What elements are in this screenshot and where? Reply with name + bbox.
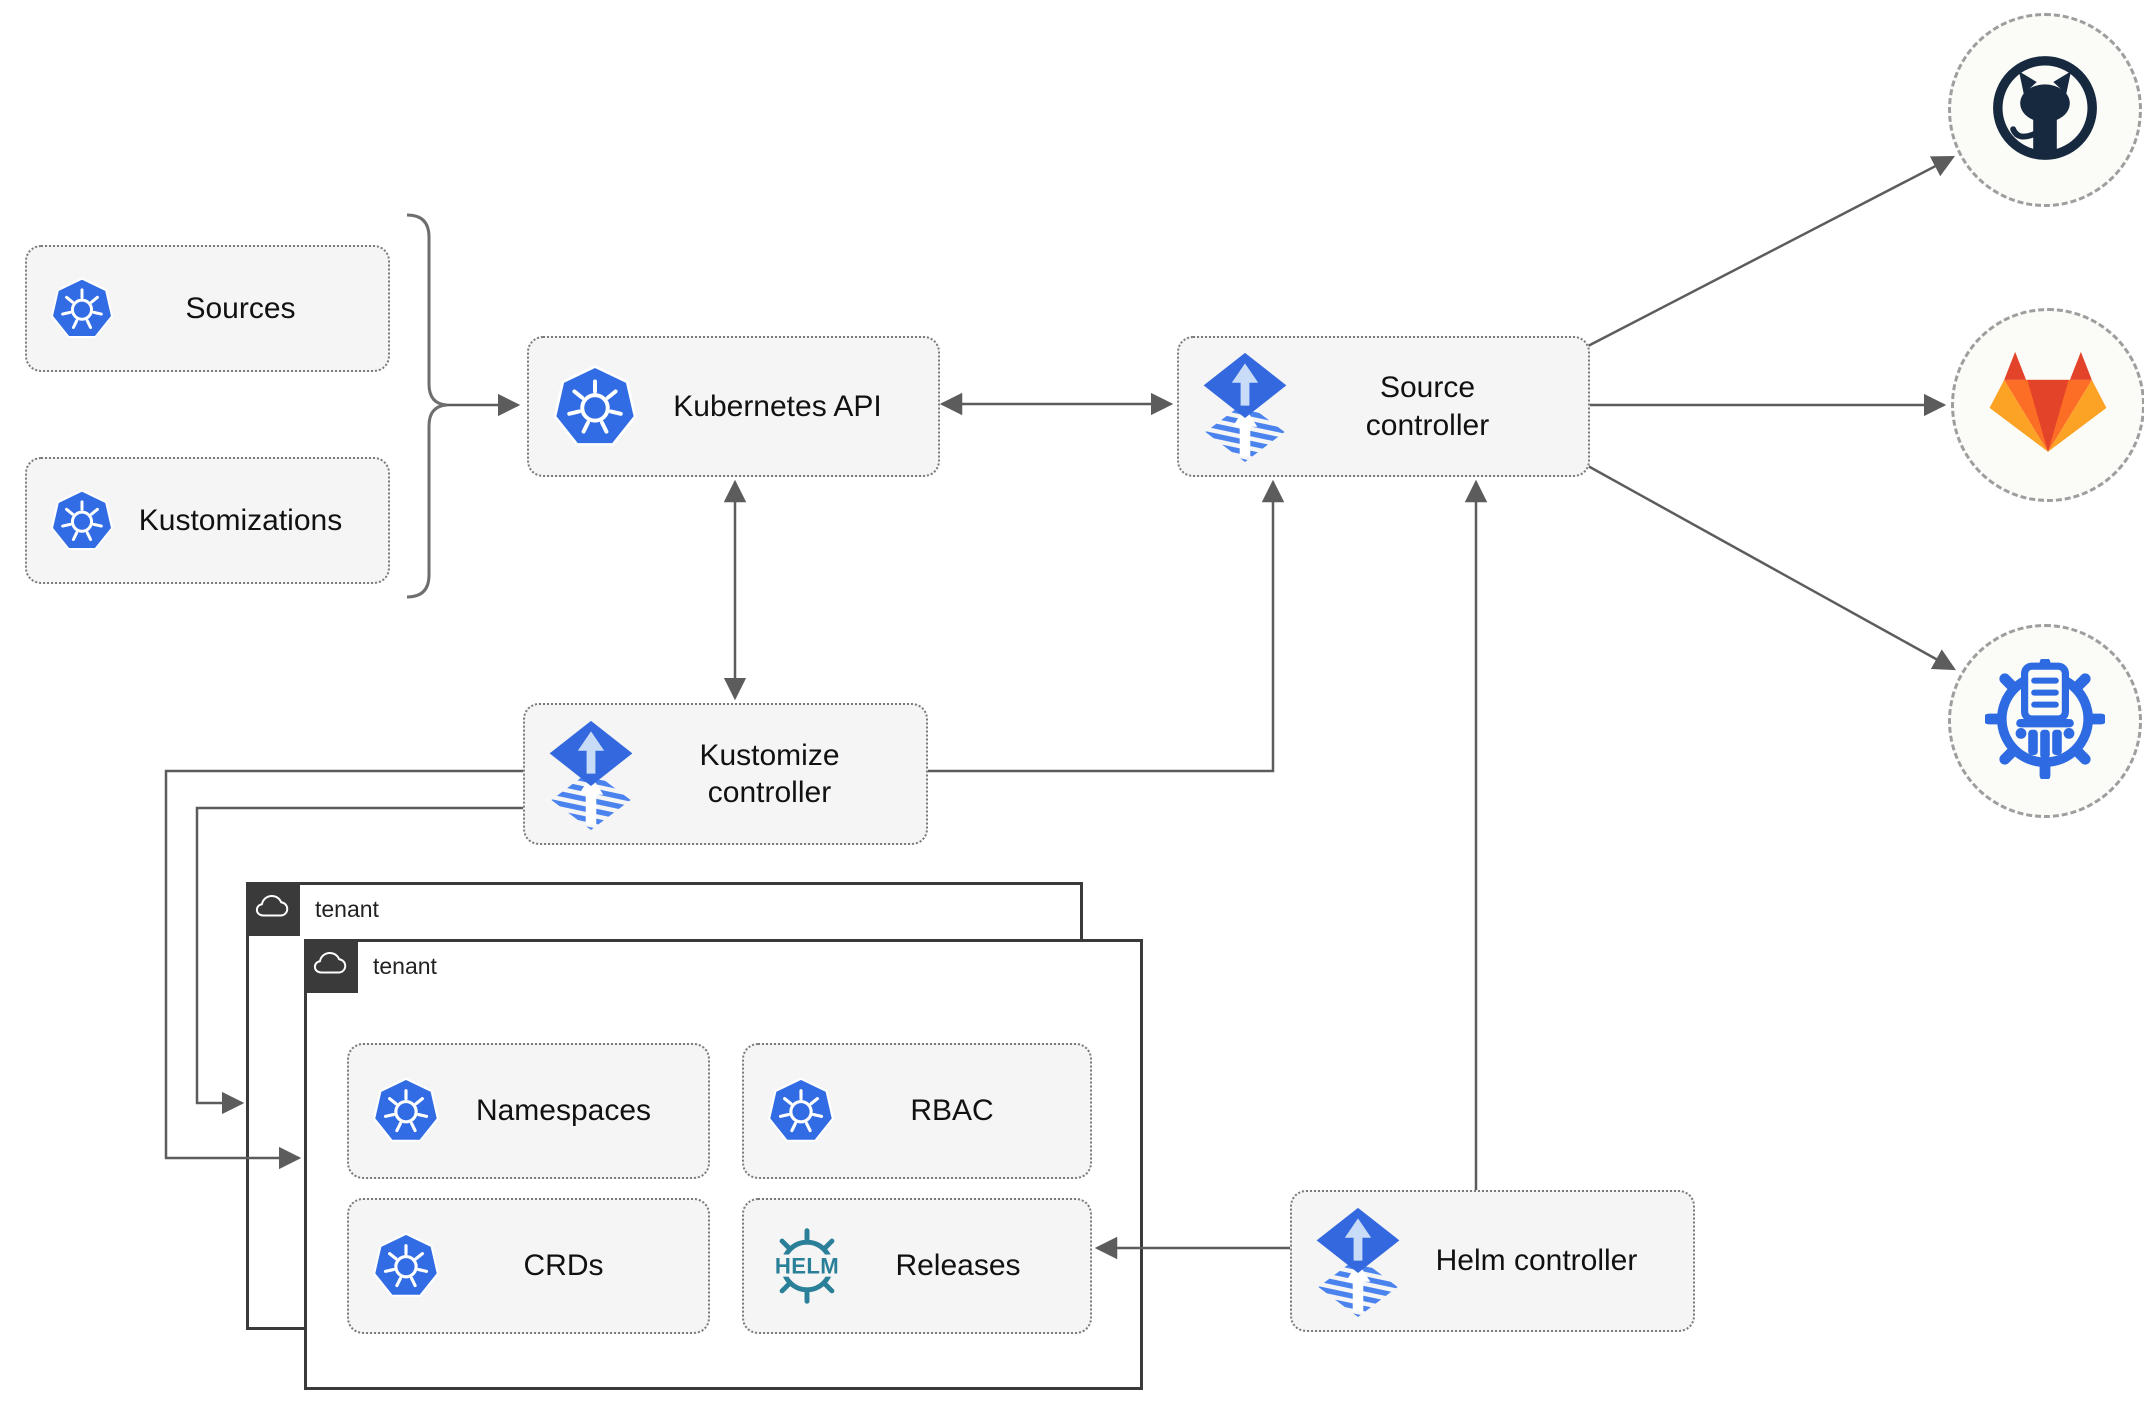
tenant-inner-label: tenant [373, 952, 437, 979]
external-chartmuseum [1948, 624, 2142, 818]
node-label: Kubernetes API [673, 389, 882, 423]
node-crds: CRDs [347, 1198, 710, 1334]
kubernetes-icon [371, 1231, 441, 1301]
tenant-outer-tab [246, 882, 300, 936]
github-icon [1986, 49, 2104, 172]
flux-icon [1314, 1206, 1402, 1317]
helm-icon: HELM [766, 1225, 848, 1307]
tenant-inner-tab [304, 939, 358, 993]
node-namespaces: Namespaces [347, 1043, 710, 1179]
tenant-outer-label: tenant [315, 895, 379, 922]
kubernetes-icon [371, 1076, 441, 1146]
node-label: Kustomize controller [699, 738, 840, 810]
external-github [1948, 13, 2142, 207]
node-kustomize-controller: Kustomize controller [523, 703, 928, 845]
flux-icon [1201, 351, 1289, 462]
node-label: Releases [895, 1249, 1021, 1283]
kubernetes-icon [551, 363, 639, 451]
node-label: CRDs [523, 1249, 604, 1283]
cloud-icon [255, 893, 291, 925]
node-label: Namespaces [475, 1094, 652, 1128]
node-label: Source controller [1365, 371, 1490, 442]
kubernetes-icon [49, 488, 115, 554]
cloud-icon [313, 950, 349, 982]
node-label: Sources [185, 291, 296, 325]
helm-logo-text: HELM [775, 1253, 839, 1278]
node-label: Helm controller [1435, 1244, 1638, 1278]
node-kubernetes-api: Kubernetes API [527, 336, 940, 477]
kubernetes-icon [766, 1076, 836, 1146]
node-releases: HELM Releases [742, 1198, 1092, 1334]
node-label: Kustomizations [138, 503, 343, 537]
gitlab-icon [1987, 347, 2109, 464]
node-kustomizations: Kustomizations [25, 457, 390, 584]
node-sources: Sources [25, 245, 390, 372]
external-gitlab [1951, 308, 2144, 502]
kubernetes-icon [49, 276, 115, 342]
flux-icon [547, 719, 635, 830]
node-helm-controller: Helm controller [1290, 1190, 1695, 1332]
node-label: RBAC [910, 1094, 994, 1128]
node-source-controller: Source controller [1177, 336, 1590, 477]
chartmuseum-icon [1983, 656, 2107, 784]
node-rbac: RBAC [742, 1043, 1092, 1179]
